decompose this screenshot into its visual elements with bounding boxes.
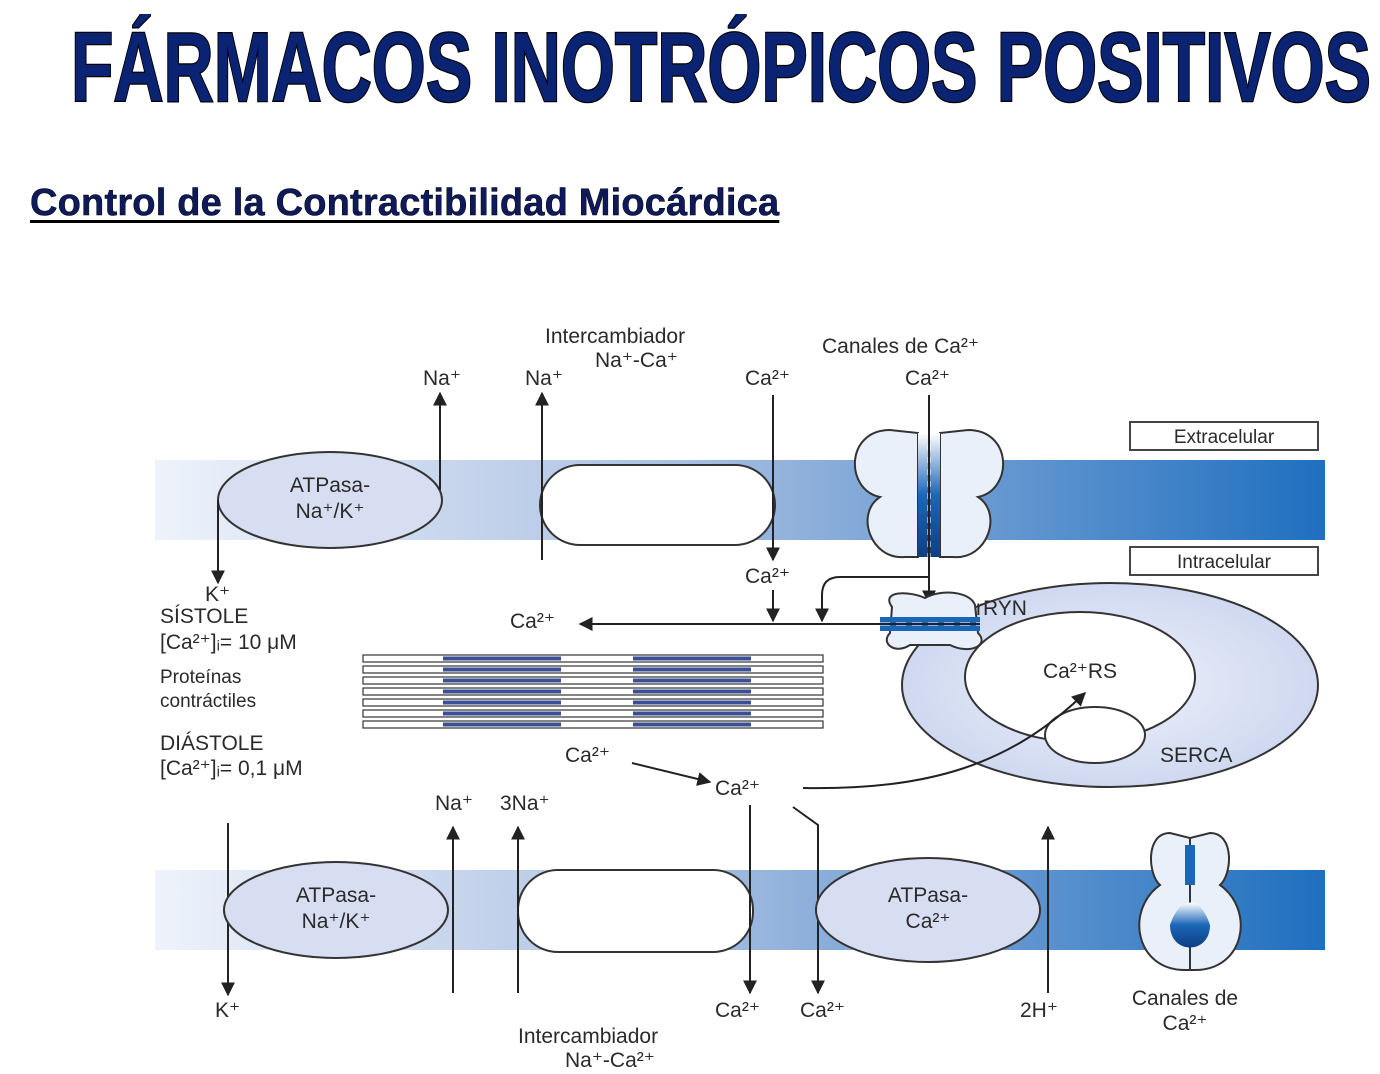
section-subtitle: Control de la Contractibilidad Miocárdic…	[30, 182, 780, 225]
contractility-diagram: ATPasa- Na⁺/K⁺ Na⁺ Na⁺ Ca²⁺ Intercambiad…	[155, 325, 1325, 1072]
bottom-pump-label-1: ATPasa-	[296, 884, 376, 907]
intracellular-box	[1129, 546, 1319, 576]
top-channel-ca-label: Ca²⁺	[905, 367, 950, 390]
systole-conc: [Ca²⁺]ᵢ= 10 μM	[160, 631, 297, 654]
serca-pump	[1044, 706, 1146, 764]
top-k-label: K⁺	[205, 583, 230, 606]
myosin-segment	[443, 667, 561, 672]
filament-bar	[362, 654, 824, 663]
myosin-segment	[633, 722, 751, 727]
extracellular-box	[1129, 421, 1319, 451]
filament-bar	[362, 665, 824, 674]
page-title: FÁRMACOS INOTRÓPICOS POSITIVOS	[62, 11, 1380, 124]
bottom-exchanger-label-1: Intercambiador	[518, 1025, 658, 1048]
myosin-segment	[633, 678, 751, 683]
bottom-na-k-pump: ATPasa- Na⁺/K⁺	[223, 861, 449, 959]
bottom-na-label: Na⁺	[435, 792, 473, 815]
bottom-exchanger-label-2: Na⁺-Ca²⁺	[565, 1049, 655, 1072]
filament-bar	[362, 676, 824, 685]
bottom-ca-pump-label-2: Ca²⁺	[906, 910, 951, 933]
diastole-conc: [Ca²⁺]ᵢ= 0,1 μM	[160, 757, 303, 780]
top-channels-label: Canales de Ca²⁺	[822, 335, 979, 358]
bottom-3na-label: 3Na⁺	[500, 792, 550, 815]
top-na-label-1: Na⁺	[423, 367, 461, 390]
bottom-channels-label-2: Ca²⁺	[1163, 1012, 1208, 1035]
filament-bar	[362, 720, 824, 729]
ca-left-label: Ca²⁺	[565, 744, 610, 767]
bottom-ca-label-1: Ca²⁺	[715, 999, 760, 1022]
bottom-k-label: K⁺	[215, 999, 240, 1022]
contractile-filaments	[362, 654, 824, 729]
myosin-segment	[443, 700, 561, 705]
top-pump-label-1: ATPasa-	[290, 474, 370, 497]
ca-release-label: Ca²⁺	[510, 610, 555, 633]
myosin-segment	[443, 722, 561, 727]
serca-label: SERCA	[1160, 744, 1232, 767]
top-pump-label-2: Na⁺/K⁺	[296, 500, 365, 523]
sr-ca-label: Ca²⁺RS	[1043, 660, 1117, 683]
myosin-segment	[633, 667, 751, 672]
middle-ca-curve-arrow	[815, 576, 929, 623]
top-exchanger	[539, 464, 776, 546]
bottom-ca-pump-arrow	[792, 806, 825, 995]
systole-label: SÍSTOLE	[160, 605, 248, 628]
myosin-segment	[633, 689, 751, 694]
top-na-k-pump: ATPasa- Na⁺/K⁺	[217, 451, 443, 549]
bottom-pump-label-2: Na⁺/K⁺	[302, 910, 371, 933]
top-na-label-2: Na⁺	[525, 367, 563, 390]
bottom-channels-label-1: Canales de	[1132, 987, 1238, 1010]
proteins-label-1: Proteínas	[160, 667, 241, 688]
middle-ca-below-label: Ca²⁺	[745, 565, 790, 588]
ca-uptake-arrow	[802, 692, 1087, 790]
ca-to-center-arrow	[631, 762, 712, 786]
myosin-segment	[633, 700, 751, 705]
page-title-text: FÁRMACOS INOTRÓPICOS POSITIVOS	[71, 14, 1371, 118]
top-exchanger-label-2: Na⁺-Ca⁺	[595, 349, 678, 372]
myosin-segment	[633, 656, 751, 661]
filament-bar	[362, 709, 824, 718]
myosin-segment	[443, 656, 561, 661]
extracellular-label: Extracelular	[1174, 427, 1275, 448]
proteins-label-2: contráctiles	[160, 691, 256, 712]
diastole-label: DIÁSTOLE	[160, 732, 263, 755]
myosin-segment	[443, 689, 561, 694]
myosin-segment	[443, 678, 561, 683]
top-exchanger-label-1: Intercambiador	[545, 325, 685, 348]
bottom-ca-atpase: ATPasa- Ca²⁺	[815, 857, 1041, 963]
bottom-h-label: 2H⁺	[1020, 999, 1058, 1022]
ryanodine-receptor	[880, 591, 983, 651]
bottom-ca-channel	[1138, 831, 1242, 971]
intracellular-label: Intracelular	[1177, 552, 1272, 573]
myosin-segment	[443, 711, 561, 716]
filament-bar	[362, 687, 824, 696]
bottom-ca-pump-label-1: ATPasa-	[888, 884, 968, 907]
ca-center-label: Ca²⁺	[715, 777, 760, 800]
bottom-exchanger	[517, 869, 754, 953]
ryn-label: rRYN	[976, 597, 1027, 620]
filament-bar	[362, 698, 824, 707]
myosin-segment	[633, 711, 751, 716]
bottom-ca-label-2: Ca²⁺	[800, 999, 845, 1022]
top-ca-in-label: Ca²⁺	[745, 367, 790, 390]
